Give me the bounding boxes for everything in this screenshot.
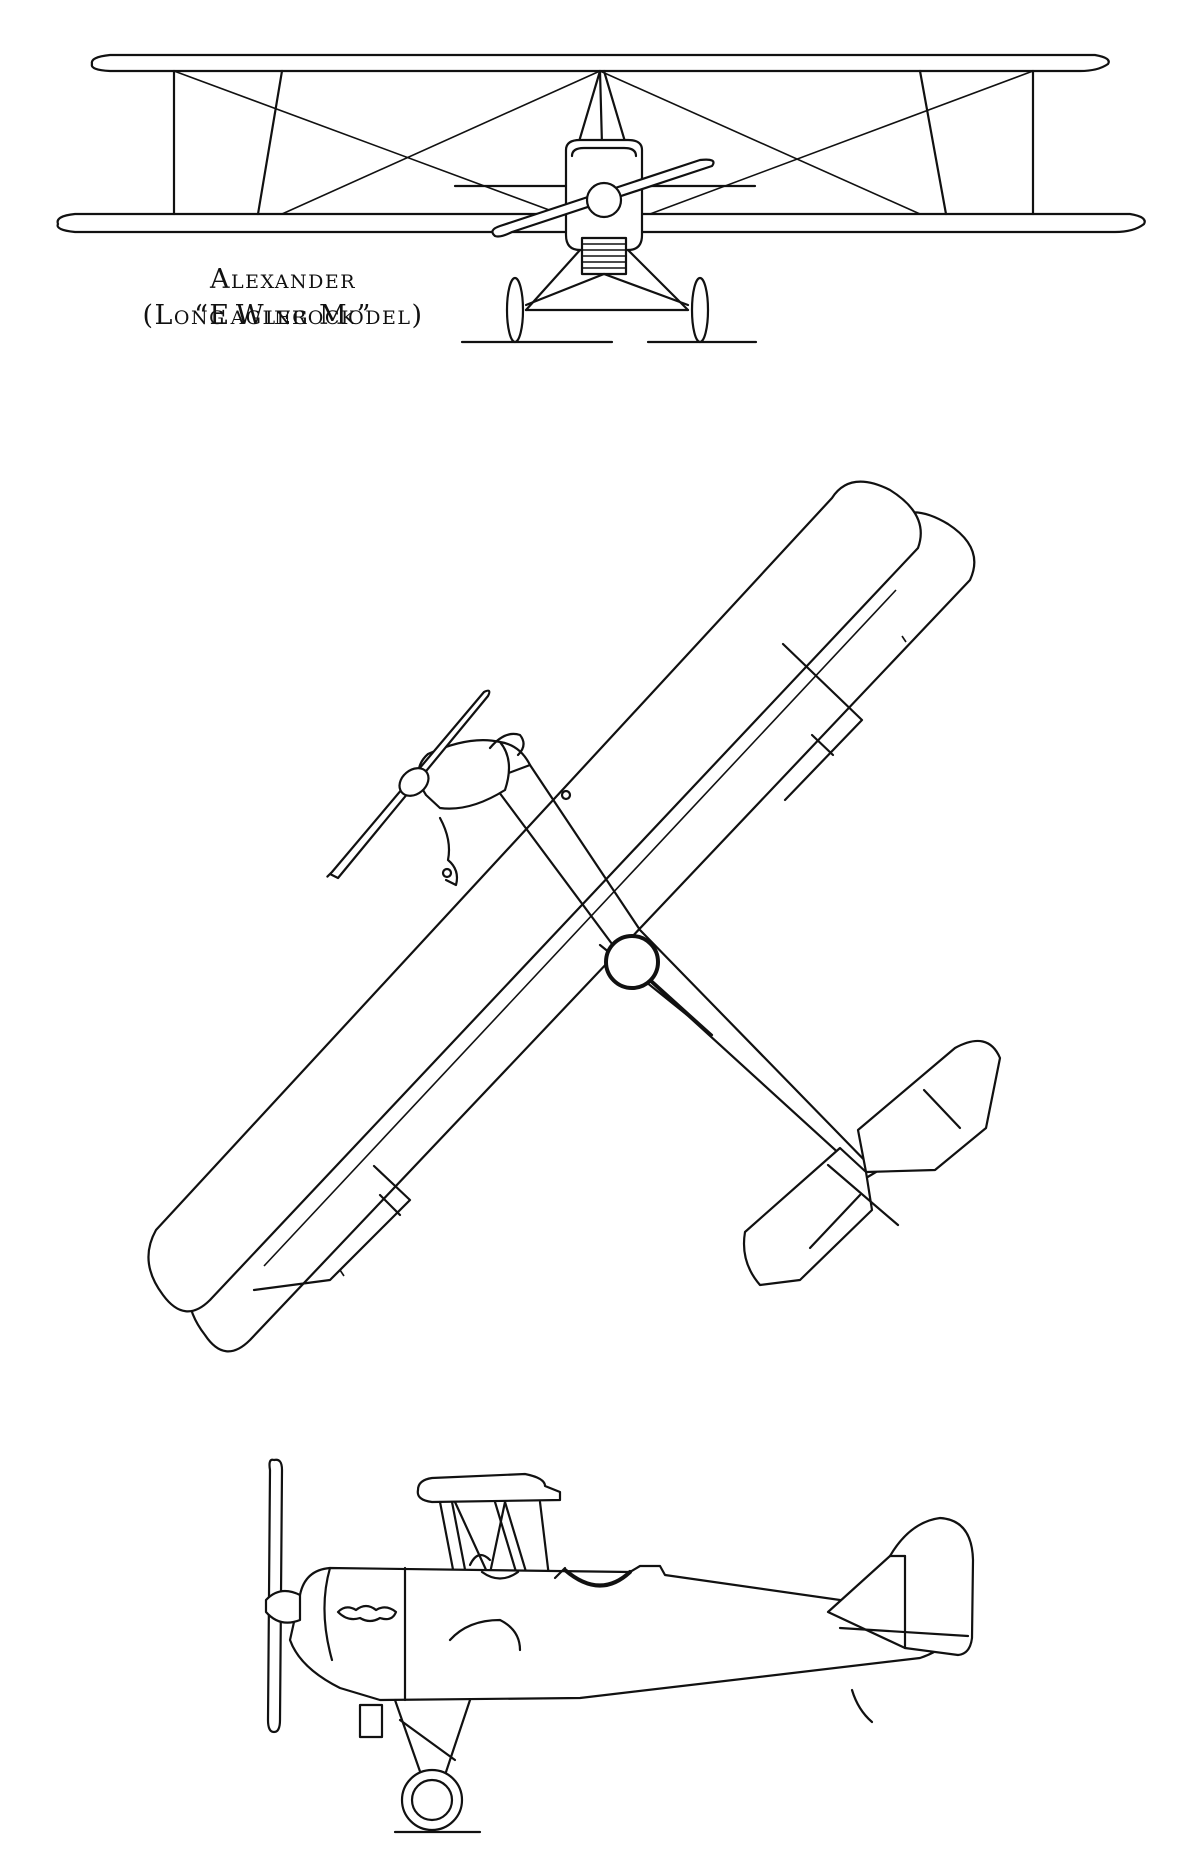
plan-rudder-line: [826, 1163, 900, 1227]
side-spinner: [264, 1589, 302, 1624]
plan-view: [147, 480, 1002, 1353]
plan-strut-fitting-a: [560, 789, 572, 801]
plan-upper-wing: [147, 480, 922, 1313]
side-exhaust: [336, 1604, 398, 1623]
drawing-subtitle: (Long Wing Model): [142, 300, 424, 331]
front-radiator: [580, 236, 628, 276]
front-view: [56, 53, 1146, 344]
side-tail-skid: [850, 1688, 874, 1724]
plan-wing-spar-line: [263, 589, 897, 1267]
plan-upper-right-aileron: [781, 642, 864, 802]
side-view: [264, 1458, 975, 1834]
plan-upper-left-aileron: [252, 1164, 412, 1292]
side-rear-cockpit: [563, 1568, 632, 1588]
side-stabilizer: [838, 1626, 970, 1638]
front-spinner: [585, 181, 623, 219]
front-upper-wing: [90, 53, 1110, 73]
side-cowling-front: [323, 1566, 334, 1662]
front-right-wheel: [690, 276, 710, 344]
front-right-inner-strut: [918, 69, 948, 216]
front-bracing-wires: [173, 70, 1034, 215]
side-front-cockpit: [480, 1570, 520, 1580]
plan-strut-fitting-b: [441, 867, 453, 879]
plan-left-stabilizer: [742, 1146, 874, 1287]
plan-exhaust-left: [438, 816, 459, 887]
plan-exhaust-right: [488, 732, 525, 757]
drawing-title: Alexander “Eaglerock”: [194, 264, 372, 331]
front-left-wheel: [505, 276, 525, 344]
side-tail-fin: [826, 1516, 975, 1657]
front-left-inner-strut: [256, 69, 284, 216]
plan-cockpit: [604, 934, 660, 990]
side-wheel: [400, 1768, 464, 1832]
front-landing-gear: [524, 248, 690, 312]
side-upper-wing: [416, 1472, 562, 1504]
plan-fuselage: [488, 763, 878, 1180]
front-cabane-struts: [576, 69, 628, 147]
plan-right-stabilizer: [856, 1039, 1002, 1174]
side-windshield: [468, 1553, 492, 1567]
plan-spinner: [398, 767, 430, 797]
